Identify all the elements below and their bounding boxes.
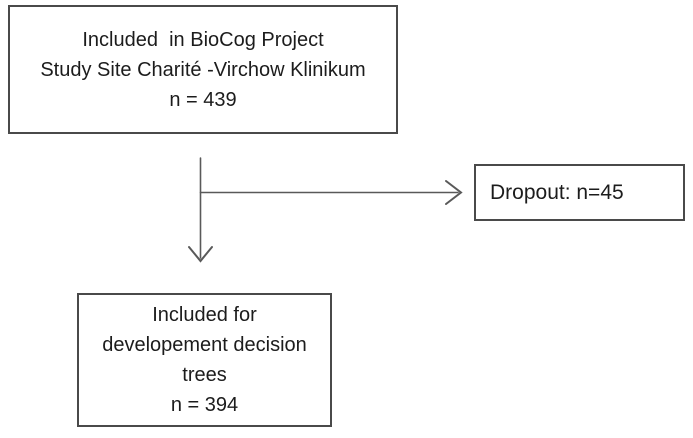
included-decision-trees-line-3: trees (182, 364, 227, 386)
included-biocog-line-1: Included in BioCog Project (82, 28, 324, 51)
included-biocog-line-3: n = 439 (169, 88, 237, 111)
right-arrow (199, 180, 463, 205)
included-decision-trees-line-2: developement decision (102, 334, 307, 356)
included-biocog-box: Included in BioCog Project Study Site Ch… (8, 5, 398, 134)
down-arrow (188, 157, 213, 263)
included-decision-trees-box: Included for developement decision trees… (77, 293, 332, 427)
included-decision-trees-line-4: n = 394 (170, 394, 239, 416)
included-decision-trees-line-1: Included for (152, 304, 257, 326)
included-biocog-line-2: Study Site Charité -Virchow Klinikum (40, 58, 366, 81)
down-arrowhead-icon (188, 246, 213, 263)
dropout-label: Dropout: n=45 (490, 180, 624, 204)
dropout-box: Dropout: n=45 (474, 164, 685, 221)
right-arrowhead-icon (445, 180, 463, 205)
